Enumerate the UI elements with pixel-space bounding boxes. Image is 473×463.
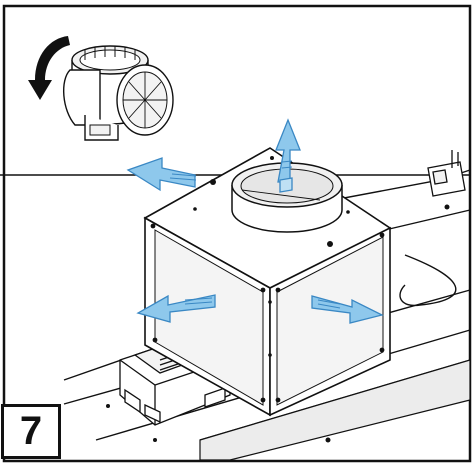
cable bbox=[399, 254, 457, 307]
arrow-up bbox=[275, 118, 301, 183]
arrow-front-right bbox=[311, 295, 384, 324]
arrow-front-left bbox=[136, 294, 216, 323]
damper-valve bbox=[62, 45, 174, 141]
rail-rivets bbox=[106, 204, 450, 443]
cube-screws bbox=[150, 156, 385, 403]
step-number-label: 7 bbox=[1, 404, 61, 459]
arrow-left bbox=[126, 157, 196, 192]
hood-light-panel bbox=[199, 359, 471, 461]
arrow-up-shaft bbox=[279, 177, 293, 193]
rotate-arrow bbox=[28, 36, 70, 100]
figure-frame bbox=[2, 4, 472, 463]
motor-cube bbox=[143, 147, 392, 417]
arrow-hatching bbox=[169, 160, 341, 309]
mounting-bracket bbox=[427, 150, 466, 197]
airflow-arrows bbox=[126, 118, 384, 324]
